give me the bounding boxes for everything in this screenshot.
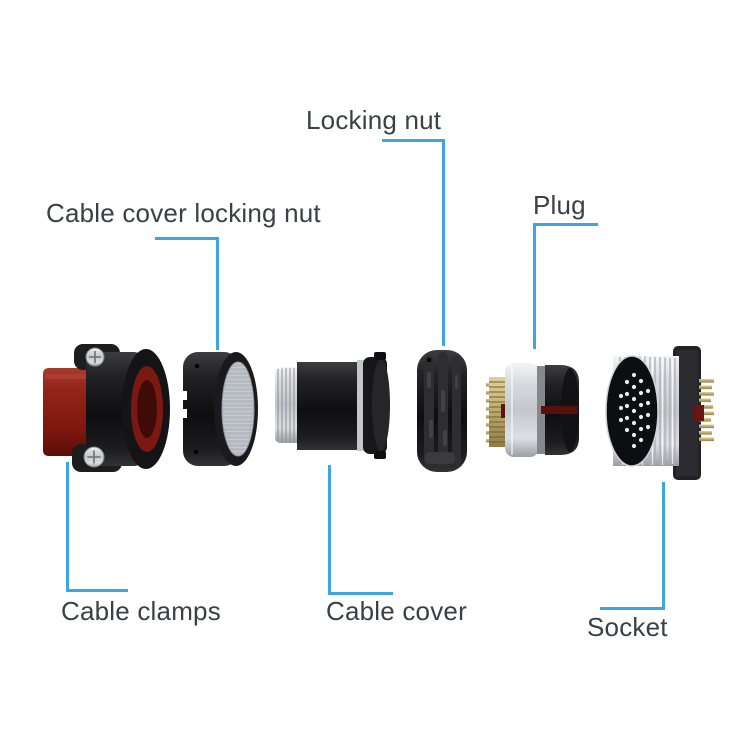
part-cable-cover-locking-nut	[180, 352, 258, 466]
cable-cover-locking-nut-label: Cable cover locking nut	[46, 198, 321, 228]
plug-label: Plug	[533, 190, 586, 220]
cable-cover-locking-nut-leader-line	[155, 237, 219, 350]
part-cable-cover	[275, 352, 390, 459]
plug-leader-line	[533, 223, 598, 349]
locking-nut-label: Locking nut	[306, 105, 442, 135]
socket-leader-line	[600, 482, 665, 610]
part-socket	[605, 346, 714, 480]
cable-clamps-leader-line	[66, 462, 128, 592]
part-cable-clamps	[43, 344, 170, 472]
cable-cover-leader-line	[328, 465, 393, 595]
part-plug	[486, 363, 579, 457]
part-locking-nut	[417, 350, 467, 472]
cable-clamps-label: Cable clamps	[61, 596, 221, 626]
locking-nut-leader-line	[382, 139, 445, 346]
socket-label: Socket	[587, 612, 668, 642]
cable-cover-label: Cable cover	[326, 596, 467, 626]
